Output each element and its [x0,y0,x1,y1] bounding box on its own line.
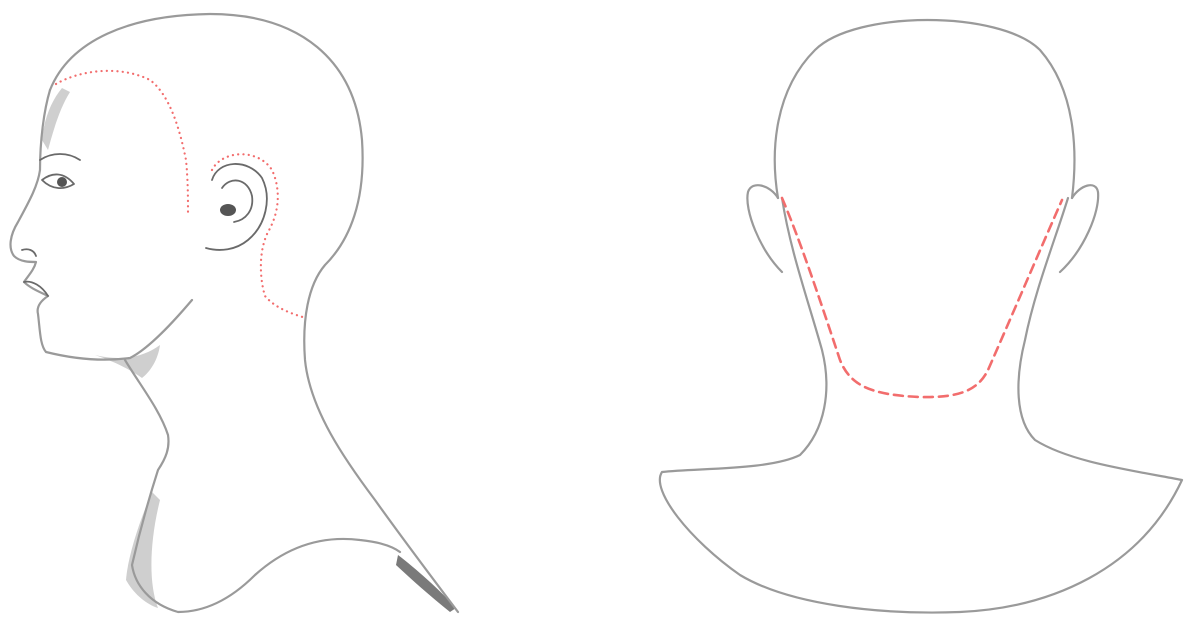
ear-canal [220,204,236,216]
nostril [22,249,36,256]
back-head-outline [775,20,1075,198]
eyebrow [40,154,80,160]
back-neck-shoulders-outline [660,198,1182,613]
side-profile-panel [11,14,458,612]
pupil [57,177,67,187]
ear-outer [206,164,267,250]
face-profile-outline [11,90,192,360]
back-right-ear [1060,185,1098,272]
forehead-shading [42,88,70,150]
back-view-panel [660,20,1182,613]
back-left-ear [747,185,782,272]
jaw-shading [95,345,160,378]
side-ear-nape-guide [212,154,306,318]
side-hairline-guide [56,71,188,212]
neck-front-outline [125,360,400,612]
shoulder-shading [396,555,456,612]
side-head-outline [50,14,458,612]
